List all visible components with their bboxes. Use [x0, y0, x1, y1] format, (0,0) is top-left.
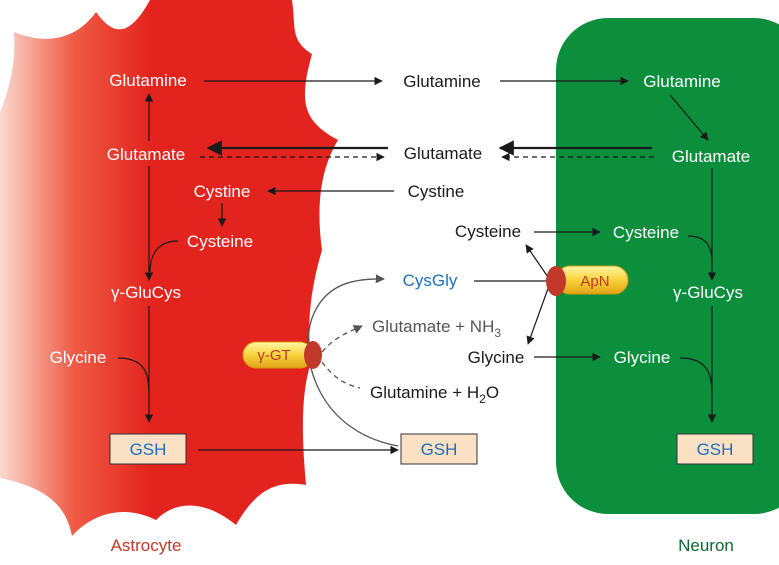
astro-gamma-glucys: γ-GluCys	[111, 283, 181, 302]
neuron-label: Neuron	[678, 536, 734, 555]
astro-cystine: Cystine	[194, 182, 251, 201]
arrow-astro-glycine-to-gsh	[117, 357, 150, 393]
neuron-glycine: Glycine	[614, 348, 671, 367]
arrow-neuron-glutamine-to-glutamate	[669, 94, 709, 141]
arrow-ggt-glutamine-h2o	[321, 361, 361, 389]
neuron-cysteine: Cysteine	[613, 223, 679, 242]
astro-glycine: Glycine	[50, 348, 107, 367]
astro-glutamate: Glutamate	[107, 145, 185, 164]
neuron-gsh-box	[676, 433, 754, 465]
arrow-astro-cysteine-to-glucys	[149, 240, 179, 273]
extra-cysgly: CysGly	[403, 271, 458, 290]
astrocyte-label: Astrocyte	[111, 536, 182, 555]
extra-gsh: GSH	[421, 440, 458, 459]
neuron-cell	[556, 18, 779, 514]
ggt-enzyme: γ-GT	[242, 341, 322, 369]
arrow-apn-to-cysteine	[525, 244, 551, 281]
neuron-glutamine: Glutamine	[643, 72, 720, 91]
neuron-gamma-glucys: γ-GluCys	[673, 283, 743, 302]
extra-glutamate: Glutamate	[404, 144, 482, 163]
extra-gsh-box	[400, 433, 478, 465]
astrocyte-cell	[0, 0, 338, 536]
extra-cysteine: Cysteine	[455, 222, 521, 241]
neuron-gsh: GSH	[697, 440, 734, 459]
arrow-neuron-glycine-to-gsh	[679, 357, 713, 393]
extra-glutamine-h2o: Glutamine + H2O	[370, 383, 499, 406]
apn-label: ApN	[580, 273, 609, 290]
arrow-ggt-glutamate-nh3	[321, 325, 363, 353]
neuron-glutamate: Glutamate	[672, 147, 750, 166]
extra-glycine: Glycine	[468, 348, 525, 367]
extra-cystine: Cystine	[408, 182, 465, 201]
astro-gsh: GSH	[130, 440, 167, 459]
arrow-apn-to-glycine	[526, 282, 551, 345]
apn-enzyme: ApN	[546, 265, 629, 296]
astro-cysteine: Cysteine	[187, 232, 253, 251]
arrow-neuron-cysteine-to-glucys	[687, 235, 713, 263]
ggt-label: γ-GT	[257, 347, 290, 364]
astro-glutamine: Glutamine	[109, 71, 186, 90]
astro-gsh-box	[109, 433, 187, 465]
extra-glutamate-nh3: Glutamate + NH3	[372, 317, 501, 340]
extra-glutamine: Glutamine	[403, 72, 480, 91]
arc-gsh-to-cysgly	[307, 274, 399, 447]
